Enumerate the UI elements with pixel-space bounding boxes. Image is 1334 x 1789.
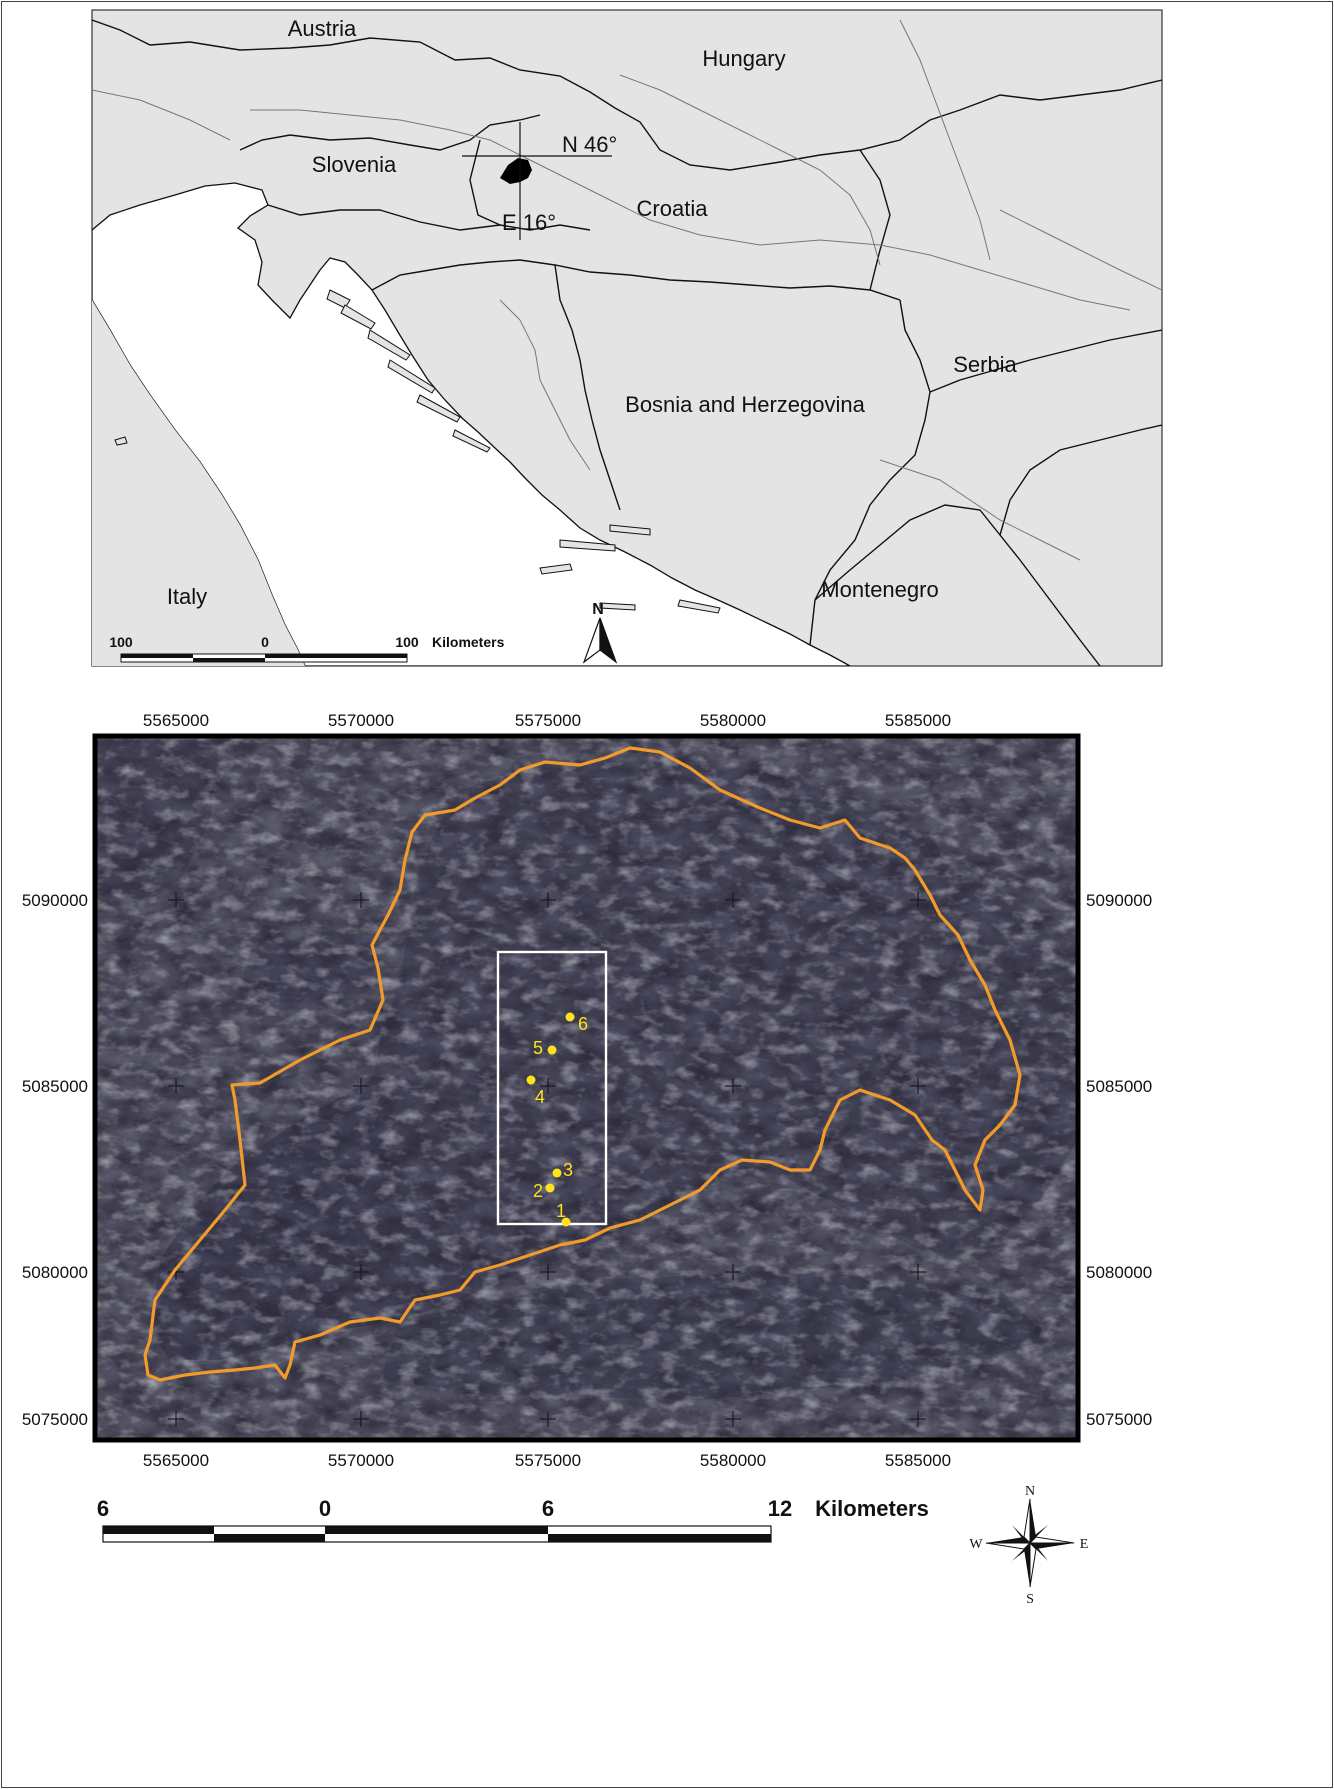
sample-label-4: 4 [535, 1087, 545, 1107]
lat-lon-crosshair [462, 122, 612, 240]
y-tick-right-1: 5090000 [1086, 891, 1152, 910]
study-area-marker [500, 158, 532, 184]
detail-scale-label-12: 12 [768, 1496, 792, 1521]
compass-s: S [1026, 1592, 1034, 1607]
x-tick-bottom-2: 5570000 [328, 1451, 394, 1470]
y-ticks-left: 5090000 5085000 5080000 5075000 [22, 891, 88, 1429]
country-label-italy: Italy [167, 584, 207, 609]
sample-point-6 [565, 1012, 575, 1022]
y-tick-right-4: 5075000 [1086, 1410, 1152, 1429]
sample-point-2 [545, 1183, 555, 1193]
sample-label-3: 3 [563, 1160, 573, 1180]
y-tick-left-3: 5080000 [22, 1263, 88, 1282]
country-label-serbia: Serbia [953, 352, 1017, 377]
detail-scale-unit: Kilometers [815, 1496, 929, 1521]
sample-point-1 [561, 1217, 571, 1227]
y-tick-left-1: 5090000 [22, 891, 88, 910]
detail-scale-label-6-left: 6 [97, 1496, 109, 1521]
detail-map: 1 2 3 4 5 6 5565000 5570000 5575000 5580… [22, 711, 1152, 1607]
x-tick-top-2: 5570000 [328, 711, 394, 730]
x-tick-bottom-3: 5575000 [515, 1451, 581, 1470]
islands [114, 289, 721, 614]
sample-label-2: 2 [533, 1181, 543, 1201]
compass-n: N [1025, 1484, 1035, 1499]
overview-north-label: N [592, 601, 604, 618]
overview-scale-bar: 100 0 100 Kilometers [109, 634, 505, 663]
detail-scale-label-0: 0 [319, 1496, 331, 1521]
x-tick-top-1: 5565000 [143, 711, 209, 730]
x-tick-bottom-1: 5565000 [143, 1451, 209, 1470]
country-label-bosnia: Bosnia and Herzegovina [625, 392, 865, 417]
country-label-hungary: Hungary [702, 46, 785, 71]
y-tick-left-2: 5085000 [22, 1077, 88, 1096]
sample-point-3 [552, 1168, 562, 1178]
y-tick-right-3: 5080000 [1086, 1263, 1152, 1282]
sample-point-5 [547, 1045, 557, 1055]
sample-label-6: 6 [578, 1014, 588, 1034]
x-tick-top-3: 5575000 [515, 711, 581, 730]
overview-scale-label-right: 100 [395, 634, 419, 650]
adriatic-sea [92, 182, 851, 666]
detail-scale-label-6-right: 6 [542, 1496, 554, 1521]
country-label-slovenia: Slovenia [312, 152, 397, 177]
x-ticks-top: 5565000 5570000 5575000 5580000 5585000 [143, 711, 951, 730]
study-area-boundary [143, 746, 1022, 1382]
overview-scale-unit: Kilometers [432, 634, 505, 650]
crosshair-lat-label: N 46° [562, 132, 617, 157]
compass-e: E [1080, 1537, 1089, 1552]
x-tick-top-5: 5585000 [885, 711, 951, 730]
y-tick-left-4: 5075000 [22, 1410, 88, 1429]
x-tick-bottom-4: 5580000 [700, 1451, 766, 1470]
study-box [496, 950, 608, 1226]
x-ticks-bottom: 5565000 5570000 5575000 5580000 5585000 [143, 1451, 951, 1470]
sample-point-4 [526, 1075, 536, 1085]
rivers [92, 19, 1162, 561]
y-ticks-right: 5090000 5085000 5080000 5075000 [1086, 891, 1152, 1429]
overview-scale-label-left: 100 [109, 634, 133, 650]
overview-map: Austria Hungary Slovenia Croatia Bosnia … [91, 9, 1163, 667]
italy-land [92, 300, 305, 666]
sample-label-5: 5 [533, 1038, 543, 1058]
country-label-montenegro: Montenegro [821, 577, 938, 602]
sample-label-1: 1 [556, 1201, 566, 1221]
sample-points [526, 1012, 575, 1227]
compass-w: W [969, 1537, 983, 1552]
country-label-austria: Austria [288, 16, 357, 41]
overview-scale-label-zero: 0 [261, 634, 269, 650]
detail-map-frame [92, 733, 1081, 1443]
crosshair-lon-label: E 16° [502, 210, 556, 235]
y-tick-right-2: 5085000 [1086, 1077, 1152, 1096]
detail-scale-bar: 6 0 6 12 Kilometers [97, 1496, 929, 1543]
country-label-croatia: Croatia [637, 196, 709, 221]
x-tick-bottom-5: 5585000 [885, 1451, 951, 1470]
compass-rose: N S E W [969, 1484, 1088, 1607]
x-tick-top-4: 5580000 [700, 711, 766, 730]
overview-north-arrow: N [582, 601, 618, 664]
